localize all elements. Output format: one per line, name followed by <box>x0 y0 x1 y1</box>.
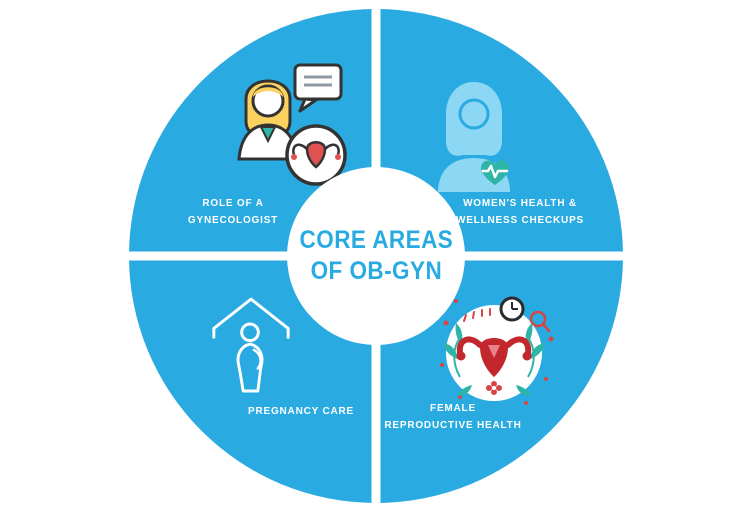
title-line-1: CORE AREAS <box>299 225 453 254</box>
label-line: GYNECOLOGIST <box>187 215 279 226</box>
uterus-reproductive-health-icon <box>432 285 562 415</box>
center-title-circle: CORE AREAS OF OB-GYN <box>287 167 465 345</box>
quadrant-label-pregnancy-care: PREGNANCY CARE <box>221 403 381 420</box>
quadrant-label-role-of-gynecologist: ROLE OF A GYNECOLOGIST <box>153 195 313 229</box>
label-line: WOMEN'S HEALTH & <box>463 198 577 209</box>
quadrant-label-female-reproductive-health: FEMALE REPRODUCTIVE HEALTH <box>373 400 533 434</box>
gynecologist-doctor-icon <box>223 59 353 189</box>
label-line: WELLNESS CHECKUPS <box>455 215 585 226</box>
woman-heart-wellness-icon <box>429 77 519 192</box>
page-title: CORE AREAS OF OB-GYN <box>299 225 453 288</box>
quadrant-label-womens-health: WOMEN'S HEALTH & WELLNESS CHECKUPS <box>440 195 600 229</box>
label-line: FEMALE <box>430 403 476 414</box>
label-line: ROLE OF A <box>202 198 264 209</box>
label-line: PREGNANCY CARE <box>247 406 355 417</box>
label-line: REPRODUCTIVE HEALTH <box>384 420 522 431</box>
ob-gyn-wheel: ROLE OF A GYNECOLOGIST WOMEN'S HEALTH & … <box>129 9 623 503</box>
title-line-2: OF OB-GYN <box>310 257 442 285</box>
pregnant-woman-home-icon <box>207 293 295 401</box>
